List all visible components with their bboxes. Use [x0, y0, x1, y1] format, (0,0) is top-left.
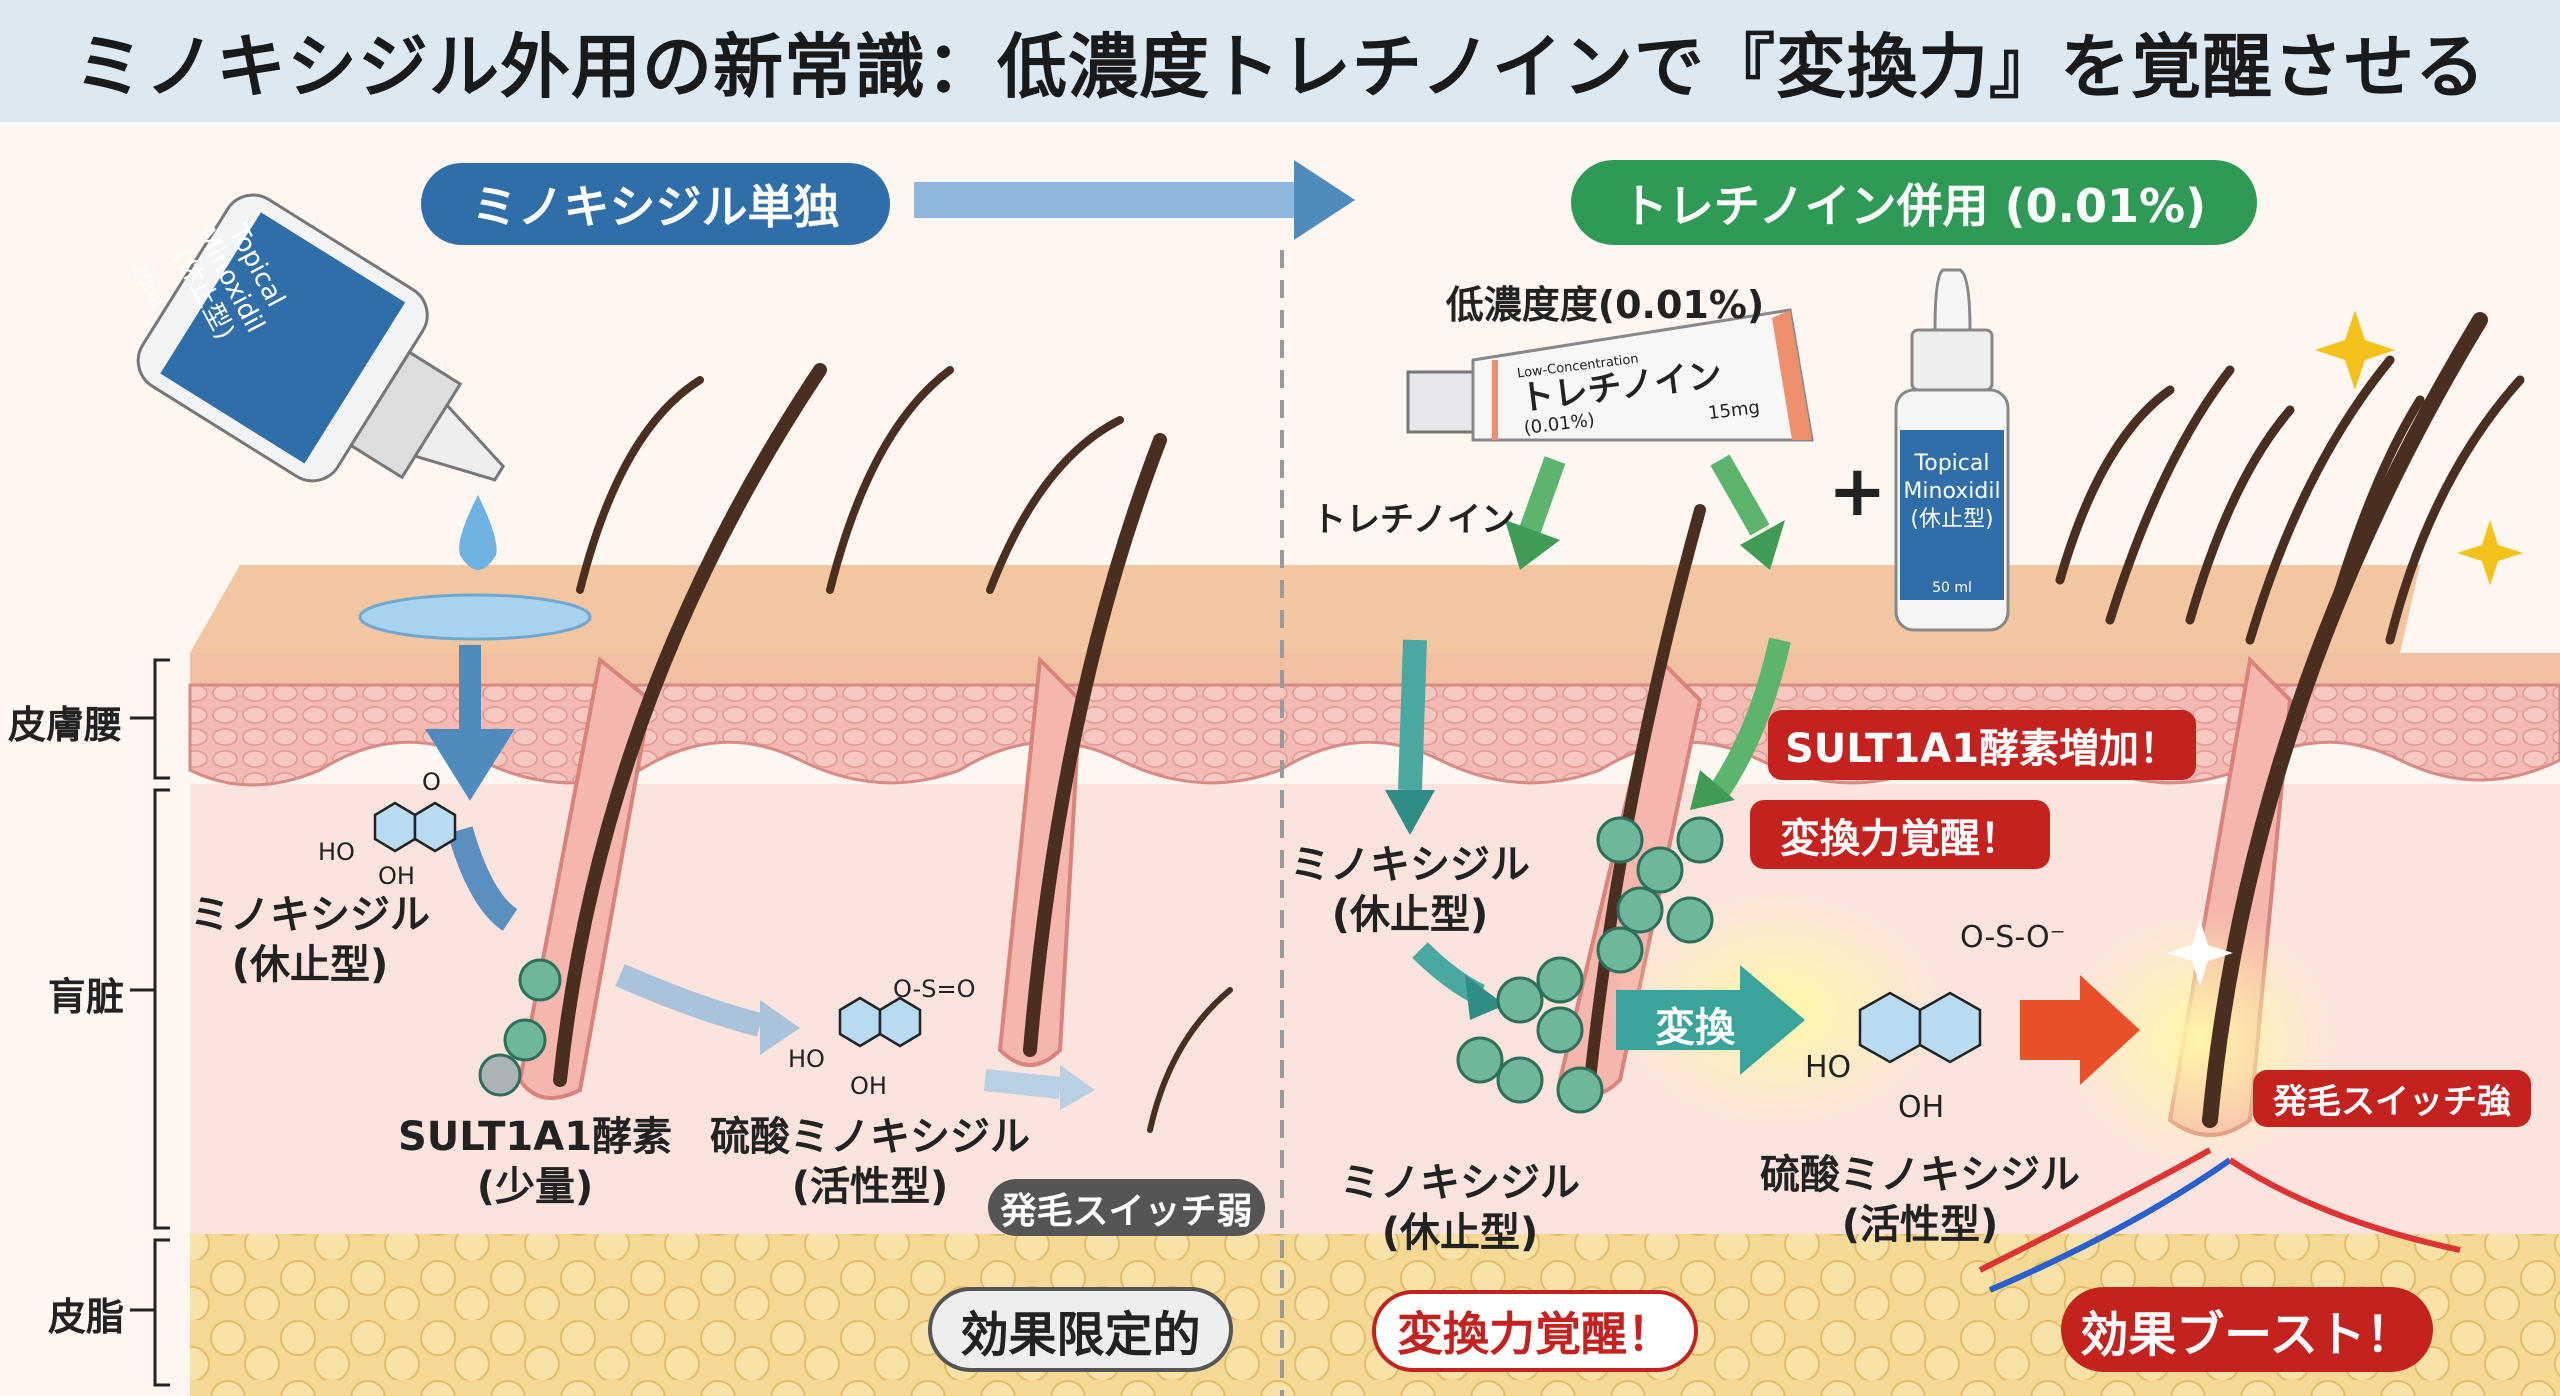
page-title: ミノキシジル外用の新常識：低濃度トレチノインで『変換力』を覚醒させる	[74, 25, 2486, 108]
minoxidil-bottle-right	[1894, 268, 2010, 632]
chem-ho: HO	[318, 838, 355, 866]
header-tretinoin-combo: トレチノイン併用 (0.01%)	[1571, 160, 2257, 245]
bottle-label-right: Topical Minoxidil (休止型) 50 ml	[1900, 450, 2004, 602]
minoxidil-label-left: ミノキシジル(休止型)	[180, 890, 440, 990]
chem-o: O	[422, 768, 441, 796]
name: SULT1A1酵素	[397, 1114, 673, 1160]
flow-arrows	[425, 454, 2140, 1110]
chem-ho: HO	[1805, 1050, 1852, 1085]
name: ミノキシジル	[1290, 842, 1530, 888]
amount: (少量)	[476, 1164, 594, 1210]
tretinoin-label: トレチノイン	[1312, 500, 1515, 540]
name: ミノキシジル	[1340, 1160, 1580, 1206]
awaken-bottom-badge: 変換力覚醒！	[1372, 1290, 1698, 1372]
epidermis-cells	[188, 683, 2560, 787]
label-dermis: 肓脏	[48, 975, 125, 1019]
label-subcutis: 皮脂	[48, 1295, 125, 1339]
bottle-line3: (休止型)	[1910, 507, 1994, 532]
chem-sulfate: O-S-O⁻	[1960, 920, 2066, 955]
effect-boost-badge: 効果ブースト！	[2061, 1287, 2433, 1372]
convert-label: 変換	[1655, 1005, 1735, 1051]
chem-oso: O-S=O	[893, 975, 976, 1003]
minoxidil-bottle-left	[136, 193, 506, 483]
tretinoin-tube	[1406, 308, 1814, 442]
minoxidil-label-lower: ミノキシジル(休止型)	[1330, 1158, 1590, 1258]
switch-weak-badge: 発毛スイッチ弱	[988, 1179, 1265, 1236]
name: 硫酸ミノキシジル	[710, 1114, 1030, 1160]
title-bar: ミノキシジル外用の新常識：低濃度トレチノインで『変換力』を覚醒させる	[0, 0, 2560, 122]
plus-sign: +	[1828, 450, 1887, 532]
header-arrow	[914, 182, 1294, 218]
state: (休止型)	[1381, 1210, 1539, 1256]
state: (休止型)	[231, 942, 389, 988]
sulfate-label-right: 硫酸ミノキシジル(活性型)	[1750, 1150, 2090, 1250]
limited-effect-badge: 効果限定的	[928, 1287, 1233, 1372]
bottle-volume: 50 ml	[1932, 580, 1972, 596]
bottle-line1: Topical	[1914, 451, 1990, 476]
label-epidermis: 皮膚腰	[8, 703, 123, 747]
name: ミノキシジル	[190, 892, 430, 938]
awaken-badge: 変換力覚醒！	[1750, 800, 2050, 869]
header-minoxidil-only: ミノキシジル単独	[421, 163, 890, 245]
chem-oh: OH	[1898, 1090, 1945, 1125]
sulfate-label-left: 硫酸ミノキシジル(活性型)	[700, 1112, 1040, 1212]
low-concentration-label: 低濃度度(0.01%)	[1445, 283, 1765, 327]
chem-oh: OH	[378, 862, 415, 890]
minoxidil-label-upper: ミノキシジル(休止型)	[1280, 840, 1540, 940]
state: (活性型)	[791, 1164, 949, 1210]
skin-surface	[190, 565, 2420, 653]
enzyme-increase-badge: SULT1A1酵素増加！	[1768, 710, 2196, 780]
enzyme-label-left: SULT1A1酵素(少量)	[390, 1112, 680, 1212]
switch-strong-badge: 発毛スイッチ強	[2253, 1070, 2531, 1127]
state: (休止型)	[1331, 892, 1489, 938]
enzyme-blobs	[478, 816, 1724, 1114]
chem-ho: HO	[788, 1045, 825, 1073]
chem-oh: OH	[850, 1072, 887, 1100]
name: 硫酸ミノキシジル	[1760, 1152, 2080, 1198]
bottle-line2: Minoxidil	[1903, 479, 2001, 504]
state: (活性型)	[1841, 1202, 1999, 1248]
